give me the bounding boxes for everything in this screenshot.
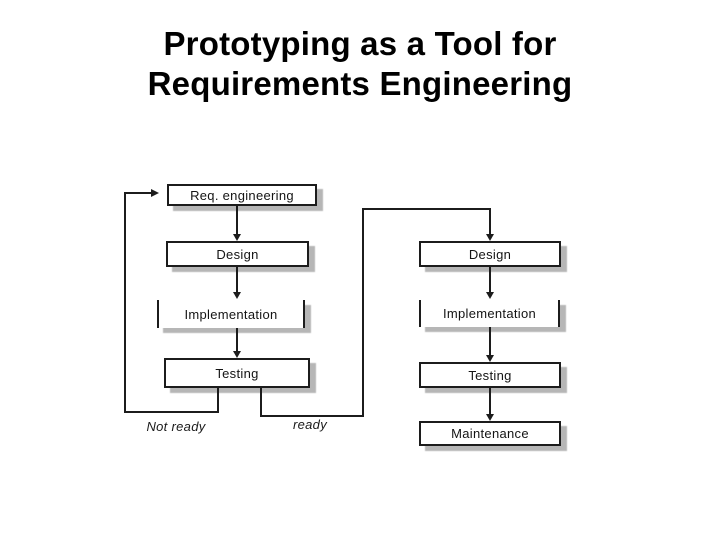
slide-title-line2: Requirements Engineering	[147, 65, 573, 102]
path-ready-segment-up	[362, 208, 364, 417]
flowchart-box-design-left: Design	[166, 241, 309, 267]
connector-design-to-implementation-left	[236, 267, 238, 292]
path-ready-segment-into-design	[489, 208, 491, 234]
arrowhead-down-icon	[486, 292, 494, 299]
flowchart-box-maintenance: Maintenance	[419, 421, 561, 446]
loop-notready-segment-down	[217, 388, 219, 413]
connector-design-to-implementation-right	[489, 267, 491, 292]
path-ready-segment-top	[362, 208, 491, 210]
slide-title: Prototyping as a Tool for Requirements E…	[0, 24, 720, 104]
arrowhead-right-icon	[151, 189, 159, 197]
box-label: Testing	[468, 367, 512, 383]
loop-notready-segment-up	[124, 192, 126, 413]
loop-notready-segment-top	[124, 192, 152, 194]
flowchart-box-req-engineering: Req. engineering	[167, 184, 317, 206]
path-ready-segment-down	[260, 388, 262, 417]
path-ready-segment-bottom	[260, 415, 364, 417]
loop-notready-segment-bottom	[124, 411, 219, 413]
edge-label-not-ready: Not ready	[146, 419, 206, 434]
flowchart-box-implementation-right: Implementation	[419, 300, 560, 327]
box-label: Req. engineering	[190, 187, 294, 203]
arrowhead-down-icon	[233, 351, 241, 358]
flowchart-box-testing-right: Testing	[419, 362, 561, 388]
flowchart-box-design-right: Design	[419, 241, 561, 267]
box-label: Testing	[215, 365, 259, 381]
box-label: Implementation	[184, 306, 278, 322]
edge-label-ready: ready	[292, 417, 328, 432]
box-label: Design	[468, 246, 512, 262]
connector-implementation-to-testing-right	[489, 327, 491, 355]
arrowhead-down-icon	[233, 234, 241, 241]
arrowhead-down-icon	[233, 292, 241, 299]
connector-testing-to-maintenance	[489, 388, 491, 414]
box-label: Maintenance	[451, 426, 529, 441]
box-label: Implementation	[442, 306, 537, 321]
box-label: Design	[216, 246, 259, 262]
connector-req-to-design	[236, 206, 238, 234]
flowchart-box-testing-left: Testing	[164, 358, 310, 388]
connector-implementation-to-testing-left	[236, 328, 238, 351]
flowchart-box-implementation-left: Implementation	[157, 300, 305, 328]
arrowhead-down-icon	[486, 355, 494, 362]
arrowhead-down-icon	[486, 414, 494, 421]
arrowhead-down-icon	[486, 234, 494, 241]
slide-title-line1: Prototyping as a Tool for	[163, 25, 557, 62]
